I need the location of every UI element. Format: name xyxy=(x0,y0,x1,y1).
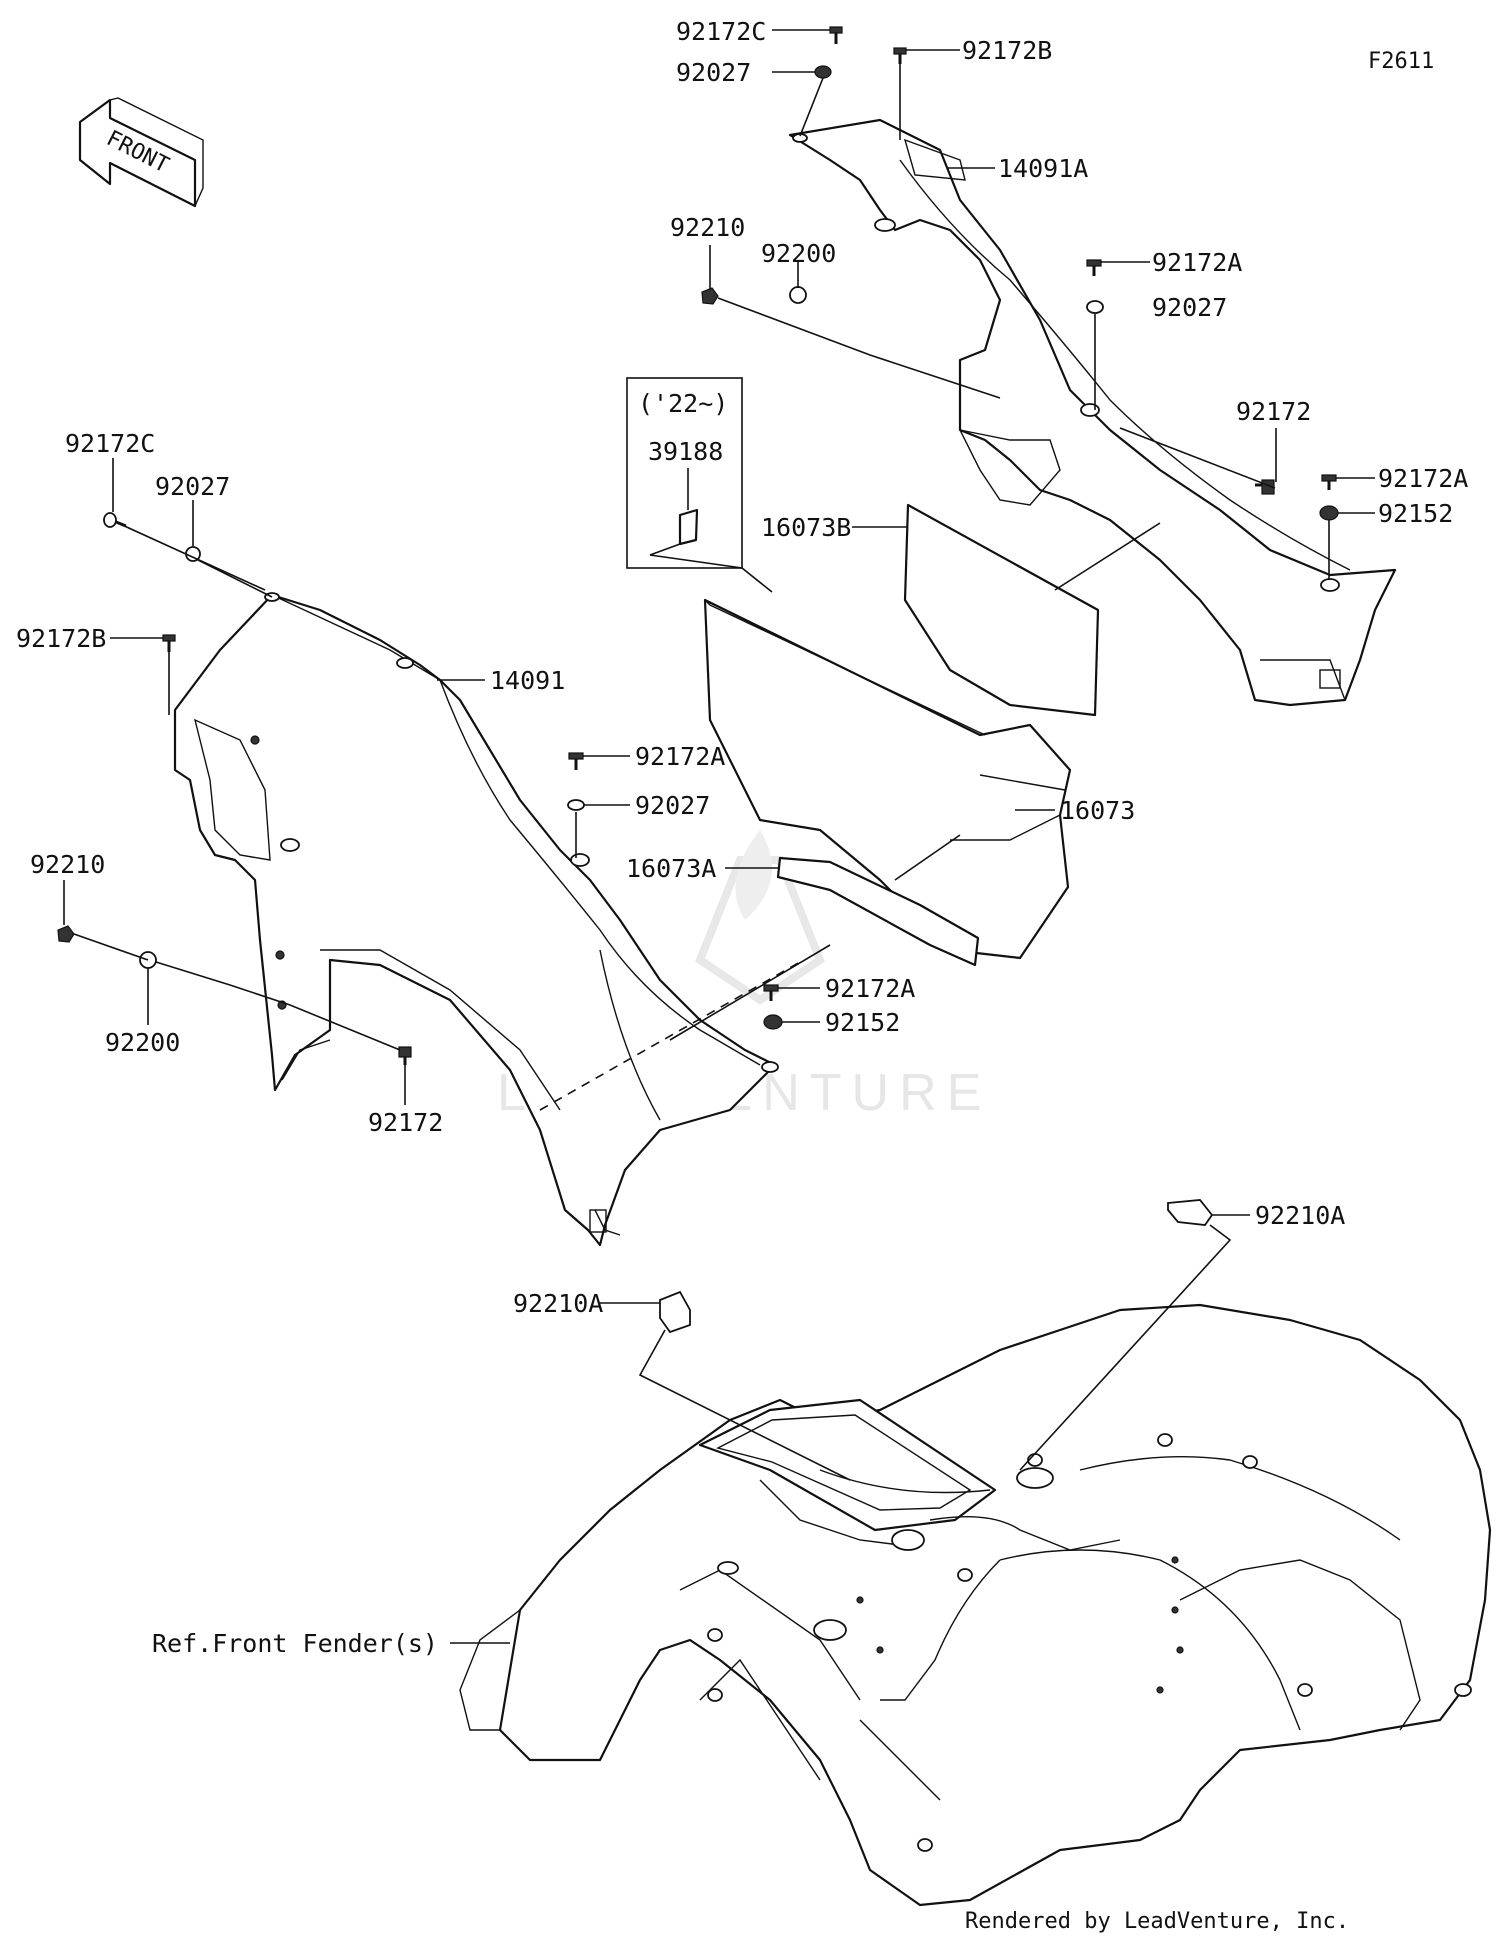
credit-text: Rendered by LeadVenture, Inc. xyxy=(965,1909,1349,1934)
label-16073: 16073 xyxy=(1060,796,1135,825)
leader-lines xyxy=(63,29,1375,1644)
washer-92027-mid-icon xyxy=(567,799,585,811)
label-92172B-left: 92172B xyxy=(16,624,106,653)
panel-16073 xyxy=(703,598,1072,960)
label-14091A: 14091A xyxy=(998,154,1088,183)
screw-92172B-left-icon xyxy=(162,634,176,652)
part-labels: 92172C 92027 92172B 14091A 92210 92200 9… xyxy=(16,17,1468,1658)
label-92210A-left: 92210A xyxy=(513,1289,603,1318)
front-fender xyxy=(459,1303,1492,1907)
year-box: ('22~) 39188 xyxy=(626,377,773,593)
screw-92172B-top-icon xyxy=(893,47,907,64)
year-box-year: ('22~) xyxy=(638,389,728,418)
label-92027-mid-top: 92027 xyxy=(1152,293,1227,322)
label-92027-top: 92027 xyxy=(676,58,751,87)
label-92172-left: 92172 xyxy=(368,1108,443,1137)
label-92172A-right: 92172A xyxy=(1378,464,1468,493)
label-92200-left: 92200 xyxy=(105,1028,180,1057)
fasteners xyxy=(57,26,1339,1334)
label-16073B: 16073B xyxy=(761,513,851,542)
strip-16073A xyxy=(776,856,980,967)
label-92152-right: 92152 xyxy=(1378,499,1453,528)
label-92027-left: 92027 xyxy=(155,472,230,501)
screw-92172A-right-icon xyxy=(1321,474,1337,490)
label-ref-front-fender: Ref.Front Fender(s) xyxy=(152,1629,438,1658)
washer-92027-top-icon xyxy=(814,65,832,79)
front-arrow-icon: FRONT xyxy=(78,97,204,208)
washer-92200-top-icon xyxy=(789,286,807,304)
left-side-cover-14091 xyxy=(173,592,831,1247)
label-16073A: 16073A xyxy=(626,854,716,883)
screw-92172A-top-icon xyxy=(1086,259,1102,276)
nut-92152-right-icon xyxy=(1319,505,1339,521)
label-92172C-left: 92172C xyxy=(65,429,155,458)
panel-16073B xyxy=(903,503,1161,717)
nut-92210-left-icon xyxy=(57,925,75,943)
label-14091: 14091 xyxy=(490,666,565,695)
label-92172A-low: 92172A xyxy=(825,974,915,1003)
screw-92172A-mid-icon xyxy=(568,752,584,770)
washer-92027-upper-icon xyxy=(1086,300,1104,314)
label-92210-top: 92210 xyxy=(670,213,745,242)
label-92172A-mid: 92172A xyxy=(635,742,725,771)
nut-92152-low-icon xyxy=(763,1014,783,1030)
label-92172B-top: 92172B xyxy=(962,36,1052,65)
label-92027-mid: 92027 xyxy=(635,791,710,820)
label-92152-low: 92152 xyxy=(825,1008,900,1037)
label-92172A-top: 92172A xyxy=(1152,248,1242,277)
year-box-part: 39188 xyxy=(648,437,723,466)
figure-code: F2611 xyxy=(1368,49,1434,74)
right-side-cover-14091A xyxy=(788,118,1397,707)
label-92172C-top: 92172C xyxy=(676,17,766,46)
label-92210-left: 92210 xyxy=(30,850,105,879)
screw-92172C-top-icon xyxy=(829,26,843,44)
label-92210A-right: 92210A xyxy=(1255,1201,1345,1230)
clip-92210A-left-icon xyxy=(659,1290,691,1334)
clip-92210A-right-icon xyxy=(1167,1199,1214,1226)
label-92200-top: 92200 xyxy=(761,239,836,268)
screw-92172-left-icon xyxy=(398,1046,412,1065)
nut-92210-top-icon xyxy=(701,287,719,305)
label-92172-top: 92172 xyxy=(1236,397,1311,426)
